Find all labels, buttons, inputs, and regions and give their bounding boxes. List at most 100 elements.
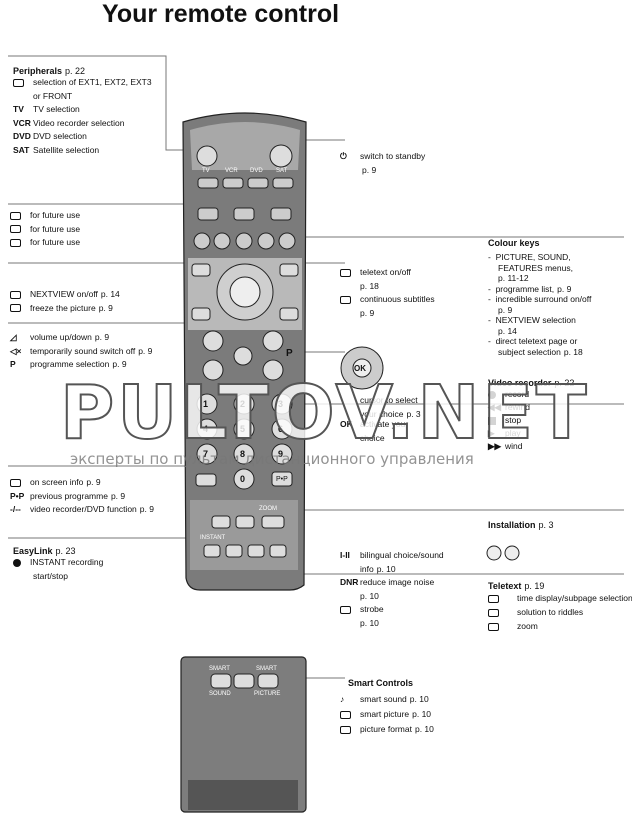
volume-page: p. 9 — [94, 332, 110, 342]
bilingual-line1: bilingual choice/sound — [360, 550, 444, 560]
dnr-page: p. 10 — [360, 590, 379, 601]
cursor-page: p. 3 — [406, 408, 421, 419]
mute-text: temporarily sound switch off — [30, 345, 136, 356]
colour-item-2-line1: programme list, — [495, 283, 555, 294]
colour-item-1-line2: FEATURES menus, — [498, 262, 573, 273]
zoom-icon — [488, 622, 499, 631]
onscreen-info-icon — [10, 478, 21, 487]
stop-icon — [488, 416, 496, 425]
colour-item-5-line1: direct teletext page or — [495, 336, 578, 346]
vcr-symbol: VCR — [13, 117, 31, 128]
teletext-heading: Teletext — [488, 581, 522, 591]
volume-text: volume up/down — [30, 332, 92, 342]
tv-symbol: TV — [13, 104, 24, 114]
ok-line1: activate your — [360, 419, 409, 429]
ok-symbol: OK — [340, 419, 353, 429]
peripherals-item-5: DVD selection — [33, 131, 87, 141]
teletext-text: teletext on/off — [360, 267, 411, 277]
ok-key-label: OK — [354, 364, 366, 373]
digit-7: 7 — [203, 449, 209, 459]
colour-item-1-line1: PICTURE, SOUND, — [495, 252, 571, 262]
rewind-icon: ◀◀ — [488, 402, 502, 412]
strobe-icon — [340, 605, 351, 614]
teletext-item-3: zoom — [517, 621, 538, 631]
programme-symbol: P — [10, 359, 16, 369]
riddle-icon — [488, 608, 499, 617]
watermark-subtitle: эксперты по пультам дистанционного управ… — [70, 450, 474, 468]
colour-item-3-line1: incredible surround on/off — [495, 294, 592, 304]
video-recorder-page: p. 22 — [554, 378, 575, 388]
ok-line2: choice — [360, 432, 385, 443]
teletext-item-2: solution to riddles — [517, 607, 584, 617]
digit-0: 0 — [240, 474, 246, 484]
video-item-play: play — [505, 428, 521, 438]
colour-keys-heading: Colour keys — [488, 238, 540, 248]
bilingual-symbol: I-II — [340, 550, 350, 560]
tv-key-label: TV — [202, 168, 210, 174]
freeze-page: p. 9 — [98, 302, 113, 313]
easylink-line1: INSTANT recording — [30, 557, 104, 567]
nextview-icon — [10, 290, 21, 299]
sat-symbol: SAT — [13, 144, 30, 155]
smart-sound-top-label: SMART — [209, 666, 230, 672]
smart-controls-heading: Smart Controls — [348, 678, 414, 688]
future-key-3-icon — [10, 238, 21, 247]
vcrdvd-text: video recorder/DVD function — [30, 504, 137, 514]
smart-item-3-page: p. 10 — [414, 724, 434, 734]
colour-item-3-line2: p. 9 — [498, 304, 513, 315]
dnr-text: reduce image noise — [360, 577, 435, 587]
nextview-text: NEXTVIEW on/off — [30, 289, 98, 299]
smart-item-2: smart picture — [360, 709, 410, 719]
smart-picture-top-label: SMART — [256, 666, 277, 672]
future-use-1: for future use — [30, 210, 81, 220]
installation-heading: Installation — [488, 520, 536, 530]
previous-page: p. 9 — [110, 490, 126, 501]
smart-item-3: picture format — [360, 724, 412, 734]
vcrdvd-page: p. 9 — [139, 504, 154, 514]
time-display-icon — [488, 594, 499, 603]
smart-sound-icon: ♪ — [340, 694, 345, 704]
subtitles-icon — [340, 295, 351, 304]
volume-icon: ◿ — [10, 332, 17, 342]
freeze-text: freeze the picture — [30, 302, 96, 313]
instant-key-label: INSTANT — [200, 535, 226, 541]
bilingual-line2: info — [360, 563, 374, 574]
dvd-key-label: DVD — [250, 168, 263, 174]
programme-page: p. 9 — [112, 359, 127, 369]
digit-6: 6 — [278, 424, 284, 434]
video-recorder-heading: Video recorder — [488, 378, 552, 388]
smart-item-1: smart sound — [360, 694, 407, 704]
freeze-icon — [10, 304, 21, 313]
standby-page: p. 9 — [362, 164, 377, 175]
cursor-line2: your choice — [360, 408, 404, 419]
teletext-item-1: time display/subpage selection — [517, 593, 632, 603]
colour-item-1-line3: p. 11-12 — [498, 273, 529, 283]
vcr-key-label: VCR — [225, 168, 238, 174]
wind-icon: ▶▶ — [488, 441, 502, 451]
programme-text: programme selection — [30, 359, 110, 369]
sound-key-label: SOUND — [209, 691, 231, 697]
picture-key-label: PICTURE — [254, 691, 281, 697]
picture-format-icon — [340, 725, 351, 734]
peripherals-item-4: Video recorder selection — [33, 117, 125, 128]
video-item-wind: wind — [505, 441, 523, 451]
smart-item-1-page: p. 10 — [409, 694, 429, 704]
standby-text: switch to standby — [360, 151, 426, 161]
peripherals-item-1: selection of EXT1, EXT2, EXT3 — [33, 77, 152, 87]
zoom-key-label: ZOOM — [259, 506, 277, 512]
subtitles-page: p. 9 — [360, 307, 375, 318]
teletext-onoff-section: teletext on/off p. 18 continuous subtitl… — [340, 266, 435, 320]
digit-1: 1 — [203, 399, 209, 409]
watermark-logo: PULTOV.NET — [59, 369, 590, 457]
previous-text: previous programme — [30, 490, 108, 501]
smart-item-2-page: p. 10 — [412, 709, 432, 719]
previous-symbol: P•P — [10, 490, 25, 501]
p-key-label: P — [286, 348, 293, 359]
colour-keys-section: Colour keys - PICTURE, SOUND, FEATURES m… — [488, 238, 592, 357]
peripherals-item-6: Satellite selection — [33, 144, 100, 155]
